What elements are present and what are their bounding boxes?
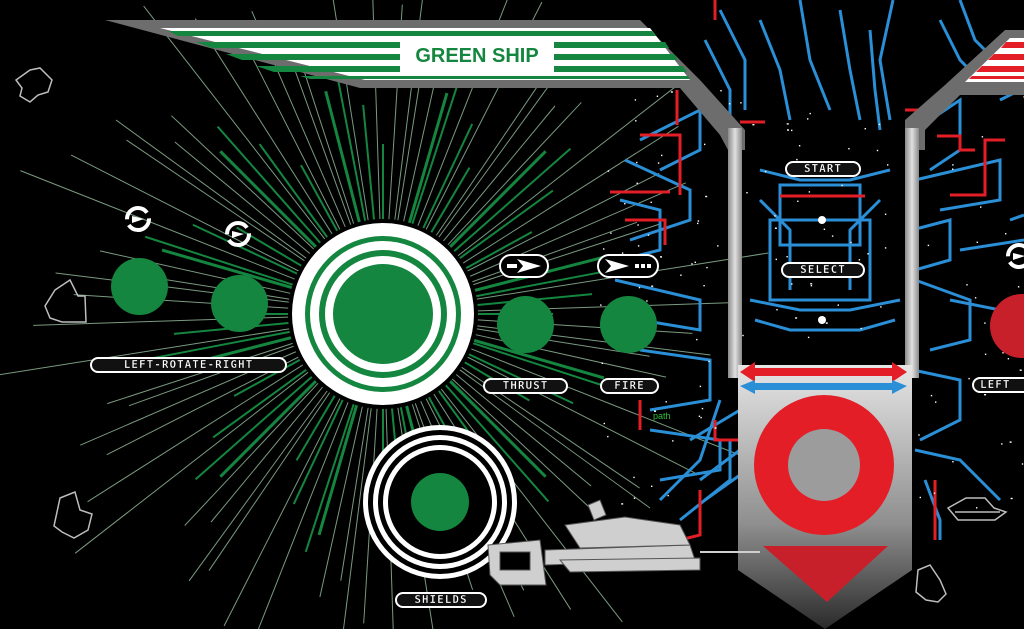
shields-label: SHIELDS	[395, 592, 487, 608]
path-annotation: path	[653, 411, 671, 421]
hyperspace-button[interactable]	[333, 264, 433, 364]
shields-button[interactable]	[411, 473, 469, 531]
rotate-ccw-icon	[125, 206, 151, 232]
select-label: SELECT	[781, 262, 865, 278]
arrow-right-icon	[499, 254, 549, 278]
panel-title: GREEN SHIP	[402, 41, 552, 71]
rotate-cw-icon	[225, 221, 251, 247]
rotate-right-button[interactable]	[211, 275, 268, 332]
start-button[interactable]	[818, 216, 826, 224]
start-label: START	[785, 161, 861, 177]
thrust-button[interactable]	[497, 296, 554, 353]
rotate-icon-player2	[1006, 243, 1024, 269]
thrust-label: THRUST	[483, 378, 568, 394]
player2-rotate-label: LEFT	[972, 377, 1024, 393]
rotate-label: LEFT-ROTATE-RIGHT	[90, 357, 287, 373]
fire-button[interactable]	[600, 296, 657, 353]
fire-label: FIRE	[600, 378, 659, 394]
rotate-left-button[interactable]	[111, 258, 168, 315]
arrow-dots-icon	[597, 254, 659, 278]
select-button[interactable]	[818, 316, 826, 324]
